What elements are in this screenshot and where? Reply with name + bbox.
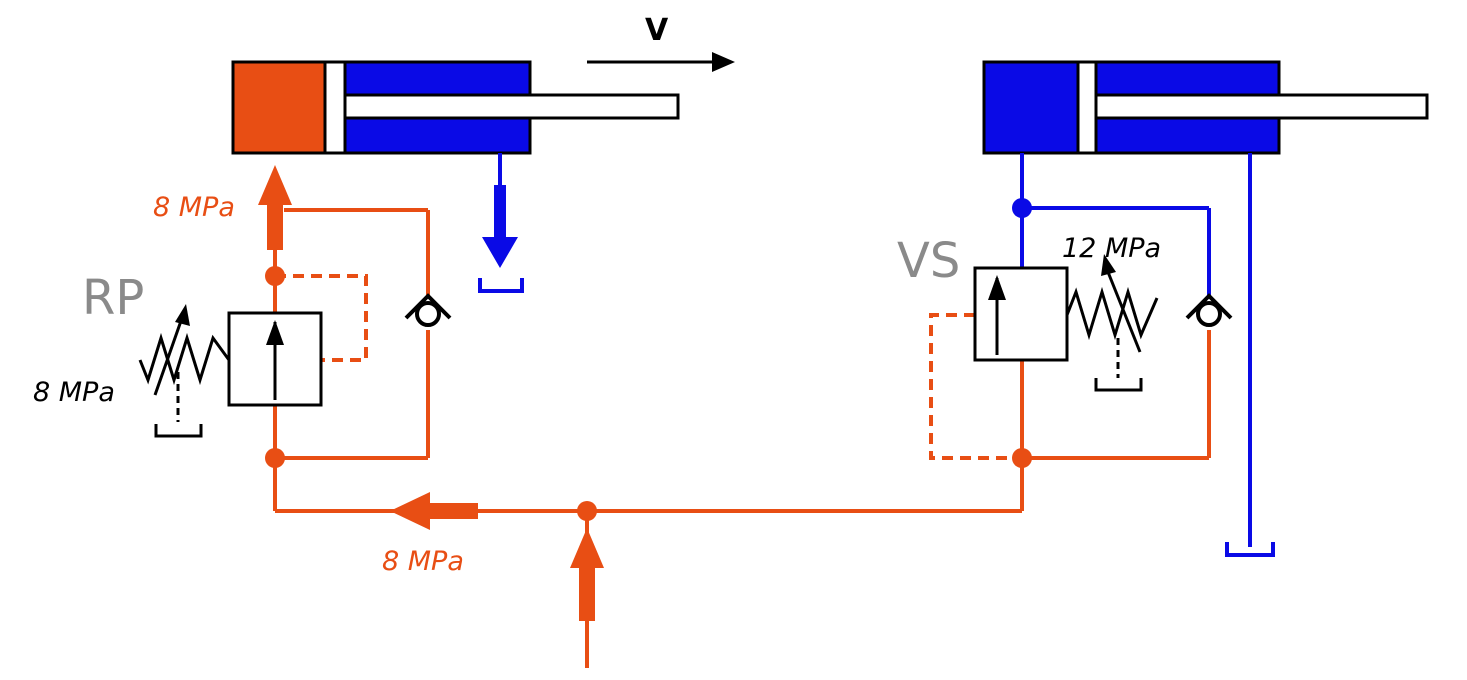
rp-tank-icon [154, 424, 203, 438]
left-supply-arrow [258, 165, 292, 250]
blue-junction [1012, 198, 1032, 218]
relief-valve-rp [138, 304, 323, 438]
drain-arrow-icon [482, 237, 518, 268]
vs-flow-arrow-icon [988, 275, 1006, 300]
pressure-junctions [265, 266, 1032, 521]
left-cylinder-piston [323, 60, 347, 155]
velocity-indicator: V [587, 13, 735, 72]
right-cylinder [982, 60, 1429, 155]
pump-inlet-arrow [570, 528, 604, 621]
right-pressure-circuit [929, 313, 1211, 511]
velocity-label: V [645, 13, 669, 48]
sequence-valve-label: VS [897, 233, 960, 289]
rp-adjust-arrow-icon [153, 317, 184, 396]
left-check-valve [404, 293, 452, 327]
velocity-arrow-icon [712, 52, 735, 72]
vs-setting-label: 12 MPa [1062, 233, 1161, 264]
sequence-valve-vs [973, 254, 1159, 392]
vs-tank-icon [1094, 378, 1143, 392]
right-cylinder-piston [1076, 60, 1098, 155]
right-check-valve [1185, 293, 1233, 327]
rp-flow-arrow-icon [266, 320, 284, 345]
rp-spring-icon [138, 332, 231, 386]
main-line-pressure-label: 8 MPa [382, 546, 464, 577]
rp-setting-label: 8 MPa [33, 377, 115, 408]
left-drain [478, 153, 524, 293]
vs-adjust-arrow-icon [1106, 271, 1142, 353]
right-cylinder-cap-chamber [982, 60, 1080, 155]
left-cylinder [231, 60, 680, 155]
main-line-arrow [390, 492, 478, 530]
relief-valve-label: RP [82, 270, 144, 326]
right-cylinder-rod [1094, 93, 1429, 120]
right-tank-icon [1225, 542, 1275, 557]
left-cylinder-cap-chamber [231, 60, 327, 155]
rp-supply-pressure-label: 8 MPa [153, 192, 235, 223]
left-cylinder-rod [343, 93, 680, 120]
vs-spring-icon [1065, 286, 1159, 341]
left-tank-icon [478, 278, 524, 293]
